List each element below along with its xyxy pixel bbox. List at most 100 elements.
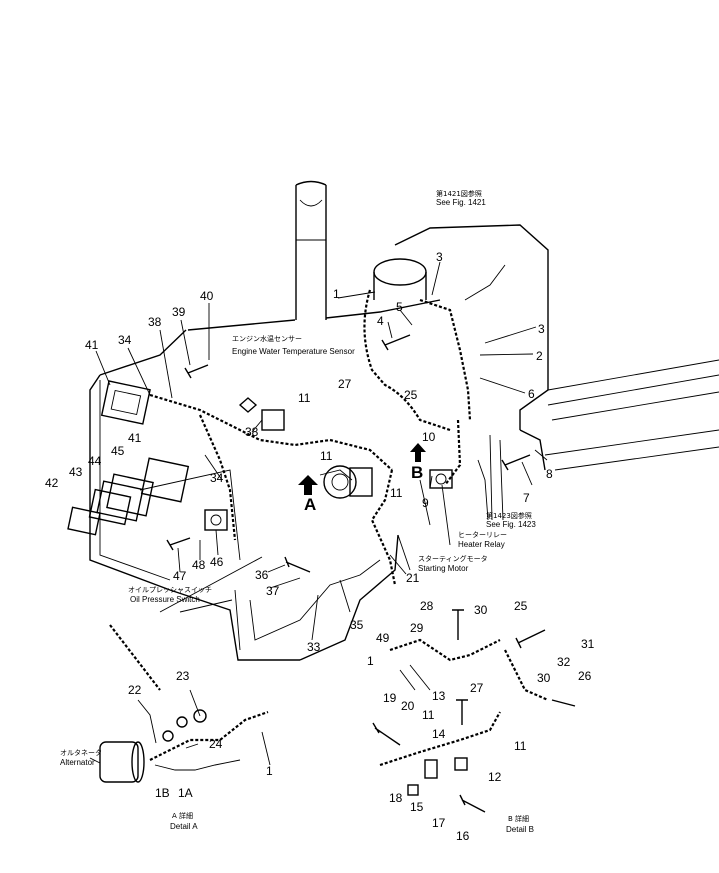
water-temp-jp: エンジン水温センサー	[232, 334, 302, 343]
water-temp-en: Engine Water Temperature Sensor	[232, 347, 355, 356]
bolts	[166, 334, 546, 813]
part-labels: 3 3 2 6 1 5 4 40 39 38 34 41 27 25 11 38…	[45, 250, 595, 843]
part-label-30b: 30	[537, 671, 551, 685]
part-label-16: 16	[456, 829, 470, 843]
fig1423-en: See Fig. 1423	[486, 520, 536, 529]
part-label-25b: 25	[514, 599, 528, 613]
heater-relay-en: Heater Relay	[458, 540, 505, 549]
fig1421-jp: 第1421図参照	[436, 189, 482, 198]
part-label-21: 21	[406, 571, 420, 585]
part-label-8: 8	[546, 467, 553, 481]
part-label-13: 13	[432, 689, 446, 703]
part-label-25a: 25	[404, 388, 418, 402]
part-label-48: 48	[192, 558, 206, 572]
part-label-30a: 30	[474, 603, 488, 617]
starting-motor	[323, 465, 373, 499]
part-label-14: 14	[432, 727, 446, 741]
part-label-28: 28	[420, 599, 434, 613]
detail-b-en: Detail B	[506, 825, 534, 834]
oil-pressure-jp: オイルプレッシャスイッチ	[128, 586, 212, 594]
part-label-47: 47	[173, 569, 187, 583]
part-label-27a: 27	[338, 377, 352, 391]
part-label-41b: 41	[128, 431, 142, 445]
part-label-3b: 3	[538, 322, 545, 336]
part-label-23: 23	[176, 669, 190, 683]
part-label-10: 10	[422, 430, 436, 444]
part-label-11a: 11	[298, 391, 311, 405]
detail-a-en: Detail A	[170, 822, 198, 831]
part-label-11d: 11	[422, 708, 435, 722]
part-label-34a: 34	[118, 333, 132, 347]
main-harness	[109, 289, 472, 691]
alternator-jp: オルタネータ	[60, 748, 102, 757]
part-label-31: 31	[581, 637, 595, 651]
starting-motor-en: Starting Motor	[418, 564, 469, 573]
part-label-26: 26	[578, 669, 592, 683]
part-label-42: 42	[45, 476, 59, 490]
detail-b-jp: B 詳細	[508, 814, 529, 823]
part-label-6: 6	[528, 387, 535, 401]
part-label-27b: 27	[470, 681, 484, 695]
part-label-45: 45	[111, 444, 125, 458]
view-b-arrow	[410, 443, 426, 462]
alternator-en: Alternator	[60, 758, 95, 767]
part-label-37: 37	[266, 584, 280, 598]
part-label-7: 7	[523, 491, 530, 505]
part-label-17: 17	[432, 816, 446, 830]
part-label-11c: 11	[390, 486, 403, 500]
oil-pressure-en: Oil Pressure Switch	[130, 595, 200, 604]
starting-motor-jp: スターティングモータ	[418, 554, 488, 563]
heater-relay-jp: ヒーターリレー	[458, 530, 507, 539]
part-label-20: 20	[401, 699, 415, 713]
part-label-36: 36	[255, 568, 269, 582]
part-label-1b-detail: 1B	[155, 786, 170, 800]
part-label-39: 39	[172, 305, 186, 319]
part-label-11e: 11	[514, 739, 527, 753]
part-label-5: 5	[396, 300, 403, 314]
oil-pressure-switch	[204, 509, 228, 531]
engine-body	[89, 180, 719, 661]
part-label-44: 44	[88, 454, 102, 468]
view-a-label: A	[304, 495, 316, 514]
part-label-9: 9	[422, 496, 429, 510]
fig1423-jp: 第1423図参照	[486, 511, 532, 520]
part-label-18: 18	[389, 791, 403, 805]
captions: 第1421図参照 See Fig. 1421 第1423図参照 See Fig.…	[60, 189, 536, 834]
part-label-1a: 1	[333, 287, 340, 301]
part-label-4: 4	[377, 314, 384, 328]
heater-relay	[429, 469, 453, 489]
part-label-43: 43	[69, 465, 83, 479]
part-label-15: 15	[410, 800, 424, 814]
part-label-34b: 34	[210, 471, 224, 485]
part-label-24: 24	[209, 737, 223, 751]
part-label-12: 12	[488, 770, 502, 784]
detail-a-jp: A 詳細	[172, 811, 193, 820]
detail-b	[379, 638, 576, 796]
leader-lines	[89, 261, 548, 766]
part-label-32: 32	[557, 655, 571, 669]
fig1421-en: See Fig. 1421	[436, 198, 486, 207]
part-label-1a-detail: 1A	[178, 786, 193, 800]
part-label-22: 22	[128, 683, 142, 697]
relay-box-41b	[140, 457, 190, 503]
view-a-arrow	[298, 475, 318, 495]
detail-a	[99, 709, 269, 783]
part-label-46: 46	[210, 555, 224, 569]
part-label-29: 29	[410, 621, 424, 635]
relay-stack-42-45	[67, 473, 154, 536]
relay-box-41	[100, 380, 151, 425]
part-label-38a: 38	[148, 315, 162, 329]
part-label-49: 49	[376, 631, 390, 645]
view-b-label: B	[411, 463, 423, 482]
part-label-41a: 41	[85, 338, 99, 352]
part-label-2: 2	[536, 349, 543, 363]
part-label-11b: 11	[320, 449, 333, 463]
part-label-35: 35	[350, 618, 364, 632]
part-label-33: 33	[307, 640, 321, 654]
part-label-3a: 3	[436, 250, 443, 264]
thin-wires	[249, 264, 506, 641]
part-label-1b: 1	[367, 654, 374, 668]
part-label-40: 40	[200, 289, 214, 303]
part-label-38b: 38	[245, 425, 259, 439]
